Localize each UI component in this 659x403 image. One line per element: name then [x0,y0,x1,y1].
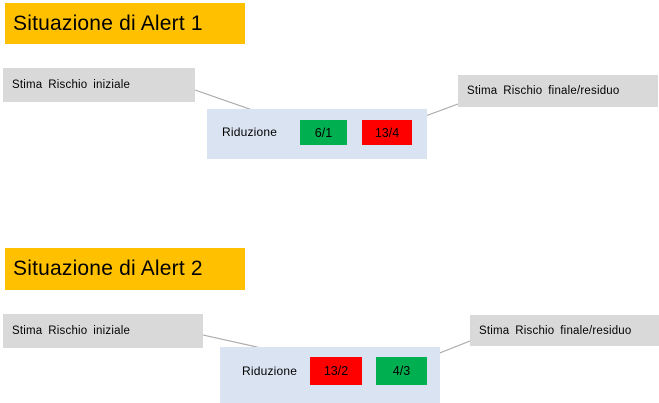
section2-initial-value-chip: 13/2 [310,357,362,385]
section1-title: Situazione di Alert 1 [5,3,245,44]
section1-final-value-chip: 13/4 [362,120,412,145]
section2-initial-risk-label: Stima Rischio iniziale [3,314,203,348]
section1-reduction-label: Riduzione [222,125,278,139]
section1-final-risk-label: Stima Rischio finale/residuo [458,75,658,107]
section2-reduction-label: Riduzione [242,364,298,378]
section1-initial-risk-label: Stima Rischio iniziale [3,68,195,102]
section2-final-value-chip: 4/3 [376,357,427,385]
section2-final-risk-label: Stima Rischio finale/residuo [470,315,659,346]
section1-initial-value-chip: 6/1 [300,120,347,145]
section2-title: Situazione di Alert 2 [5,248,245,290]
